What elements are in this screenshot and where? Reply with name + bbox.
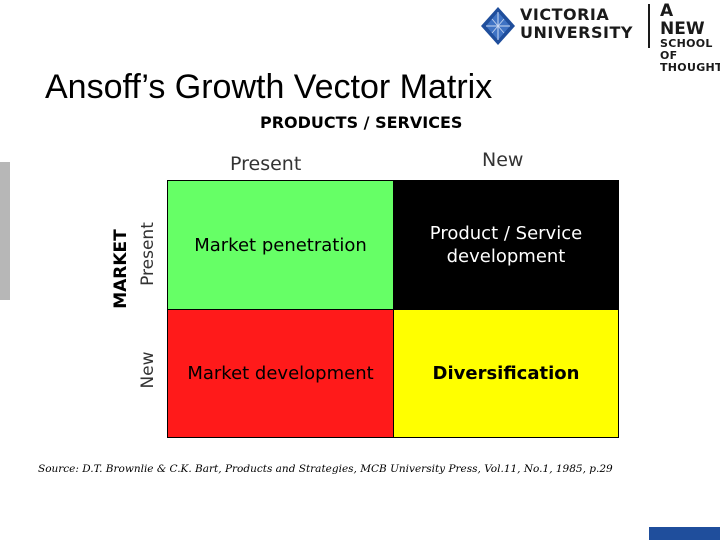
cell-label-market-development: Market development	[187, 363, 374, 384]
logo-divider	[648, 4, 650, 48]
columns-header: PRODUCTS / SERVICES	[260, 113, 463, 132]
column-label-present: Present	[230, 153, 302, 175]
column-label-new: New	[482, 149, 524, 171]
cell-market-development: Market development	[168, 310, 394, 437]
diamond-shield-icon	[481, 7, 515, 45]
cell-label-product-development: Product / Service development	[429, 223, 583, 267]
cell-label-diversification: Diversification	[432, 363, 580, 384]
logo-line-1: VICTORIA	[520, 5, 610, 24]
cell-diversification: Diversification	[394, 310, 618, 437]
slide-title: Ansoff’s Growth Vector Matrix	[45, 68, 493, 106]
logo-tag-line-1: A NEW	[660, 1, 705, 39]
row-label-new: New	[138, 351, 158, 389]
source-citation: Source: D.T. Brownlie & C.K. Bart, Produ…	[38, 463, 613, 475]
cell-label-market-penetration: Market penetration	[194, 234, 367, 256]
logo-tag-line-3: THOUGHT	[660, 61, 720, 74]
growth-matrix: Market penetration Product / Service dev…	[167, 180, 619, 438]
side-accent-bar	[0, 162, 10, 300]
logo-wordmark: VICTORIA UNIVERSITY	[520, 6, 633, 42]
logo-tagline: A NEW SCHOOL OF THOUGHT	[660, 2, 720, 74]
corner-accent-block	[649, 527, 720, 540]
logo-line-2: UNIVERSITY	[520, 23, 633, 42]
victoria-university-logo: VICTORIA UNIVERSITY A NEW SCHOOL OF THOU…	[476, 2, 720, 74]
cell-market-penetration: Market penetration	[168, 181, 394, 310]
row-label-present: Present	[138, 222, 158, 286]
rows-header: MARKET	[111, 229, 131, 309]
logo-tag-line-2: SCHOOL OF	[660, 37, 713, 62]
cell-product-development: Product / Service development	[394, 181, 618, 310]
